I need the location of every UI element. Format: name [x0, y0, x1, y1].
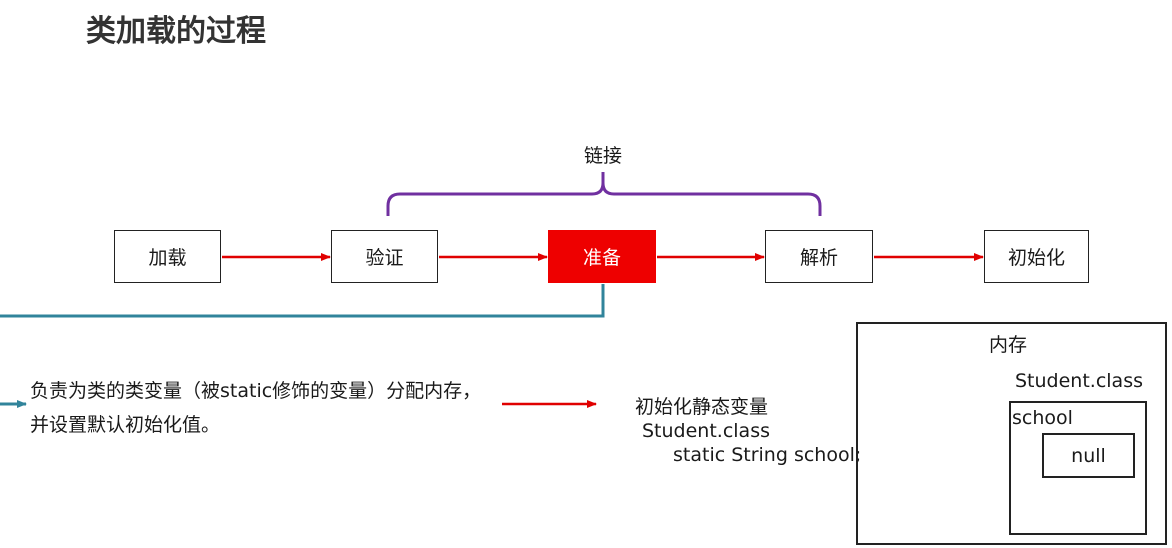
memory-class-label: Student.class	[1015, 370, 1143, 392]
init-example-class: Student.class	[642, 420, 770, 442]
stage-prepare-label: 准备	[582, 247, 621, 269]
link-label: 链接	[584, 145, 623, 167]
init-example-code: static String school;	[673, 444, 862, 466]
memory-class-box	[1009, 401, 1147, 535]
stage-resolve: 解析	[765, 230, 873, 283]
stage-verify: 验证	[331, 230, 438, 283]
memory-title: 内存	[989, 334, 1028, 356]
prepare-connector	[0, 284, 605, 318]
stage-load: 加载	[114, 230, 221, 283]
memory-value: null	[1071, 444, 1106, 467]
stage-initialize: 初始化	[984, 230, 1089, 283]
memory-field-label: school	[1012, 407, 1073, 429]
stage-load-label: 加载	[148, 247, 187, 269]
stage-prepare: 准备	[548, 230, 656, 283]
prepare-description-line2: 并设置默认初始化值。	[30, 414, 221, 436]
link-brace	[386, 172, 822, 216]
memory-value-box: null	[1042, 433, 1135, 478]
init-example-heading: 初始化静态变量	[635, 396, 769, 418]
memory-box	[856, 322, 1167, 545]
stage-initialize-label: 初始化	[1007, 247, 1065, 269]
prepare-description-line1: 负责为类的类变量（被static修饰的变量）分配内存，	[30, 380, 482, 402]
stage-resolve-label: 解析	[799, 247, 838, 269]
stage-verify-label: 验证	[365, 247, 404, 269]
page-title: 类加载的过程	[86, 14, 266, 49]
